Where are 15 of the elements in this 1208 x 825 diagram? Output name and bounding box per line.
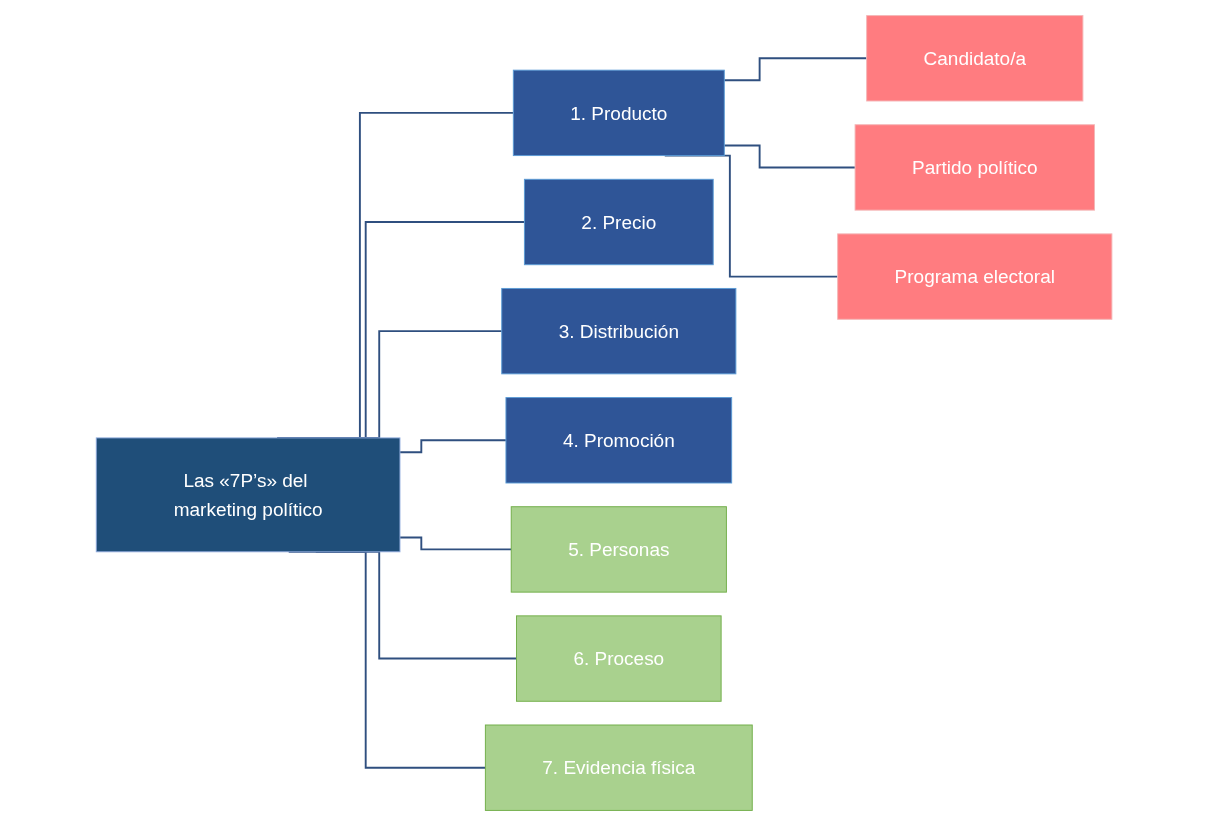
node-box: Las «7P’s» del marketing político [95, 436, 401, 552]
connector [398, 438, 507, 453]
node-box: 7. Evidencia física [484, 724, 753, 811]
node-box: Candidato/a [866, 14, 1084, 101]
node-box: 2. Precio [523, 178, 714, 265]
node-box: 5. Personas [510, 505, 727, 593]
node-box: 3. Distribución [501, 287, 737, 374]
node-box: 6. Proceso [515, 614, 722, 702]
node-box: 4. Promoción [505, 396, 733, 483]
node-box: Programa electoral [837, 232, 1113, 320]
node-box: Partido político [854, 123, 1095, 211]
connector [723, 144, 856, 168]
connector [723, 56, 868, 81]
connector [398, 536, 513, 550]
node-box: 1. Producto [512, 69, 725, 156]
